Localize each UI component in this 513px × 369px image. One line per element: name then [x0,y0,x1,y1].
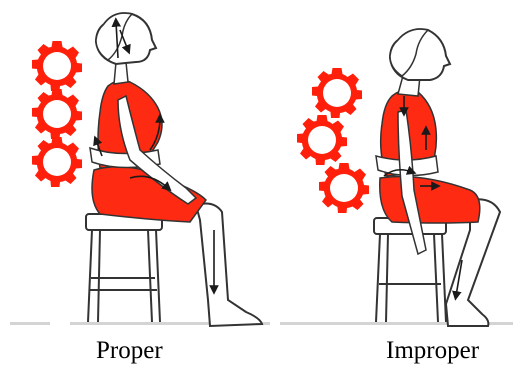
gear-icon [319,163,369,213]
gear-icon [32,41,82,91]
caption-improper: Improper [386,336,479,366]
caption-proper: Proper [96,336,163,366]
shorts [380,177,480,224]
stool-icon [374,218,446,322]
gear-icon [32,137,82,187]
gear-icon [297,115,347,165]
lower-leg [196,204,262,326]
floor-line [10,322,50,325]
gear-icon [312,68,362,118]
figure-improper [280,29,513,326]
stool-icon [86,214,162,322]
neck [114,62,128,84]
gear-icon [32,89,82,139]
figure-proper [10,13,270,326]
